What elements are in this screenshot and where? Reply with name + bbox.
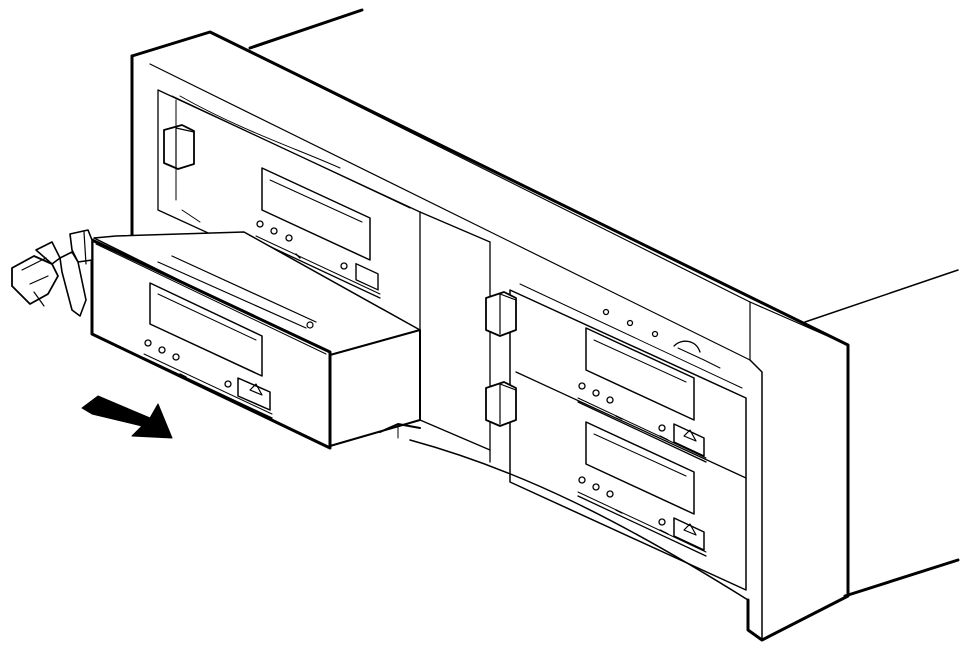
right-drive-bay <box>419 211 747 591</box>
installed-drive-lower-right <box>577 421 707 557</box>
drive-mounting-handle[interactable] <box>11 229 93 317</box>
right-bay-latch-lower[interactable] <box>485 381 517 427</box>
right-bay-latch-upper[interactable] <box>485 291 517 337</box>
left-bay-latch[interactable] <box>163 124 195 170</box>
installed-drive-upper-right <box>515 327 747 479</box>
drive-being-inserted[interactable] <box>90 231 421 450</box>
insertion-direction-arrow <box>81 395 173 439</box>
enclosure-lower-edge <box>379 423 421 439</box>
rack-enclosure <box>130 8 960 642</box>
